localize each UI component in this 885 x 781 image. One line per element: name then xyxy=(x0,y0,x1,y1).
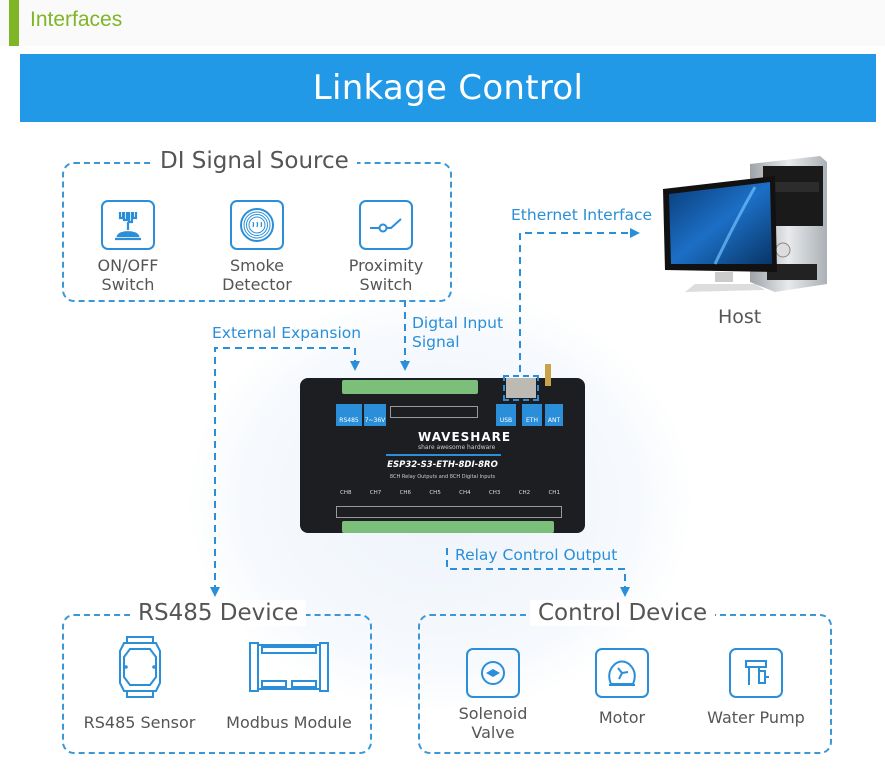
channel-label: CH7 xyxy=(369,490,382,496)
water-pump-icon xyxy=(729,648,783,698)
banner: Linkage Control xyxy=(20,54,876,122)
device-brand: WAVESHARE xyxy=(418,430,512,444)
device-description: 8CH Relay Outputs and 8CH Digital Inputs xyxy=(389,474,496,480)
device-stripe xyxy=(386,454,501,456)
modbus-module-label: Modbus Module xyxy=(226,713,352,732)
port-ant: ANT xyxy=(545,404,563,426)
di-terminal-strip xyxy=(390,406,478,418)
port-power: 7~36V xyxy=(364,404,386,426)
channel-label: CH1 xyxy=(548,490,560,496)
on-off-switch-label-1: ON/OFF xyxy=(97,256,159,275)
channel-labels: CH8 CH7 CH6 CH5 CH4 CH3 CH2 CH1 xyxy=(340,490,560,496)
ethernet-line xyxy=(519,228,640,372)
external-expansion-label: External Expansion xyxy=(212,324,362,342)
device-tagline: share awesome hardware xyxy=(418,444,496,451)
di-signal-source-title: DI Signal Source xyxy=(152,148,357,174)
channel-label: CH3 xyxy=(488,490,501,496)
relay-output-line xyxy=(446,548,630,597)
control-item-motor: Motor xyxy=(572,648,672,727)
bottom-terminals xyxy=(342,521,554,533)
digital-input-label-1: Digtal Input xyxy=(412,314,504,332)
rs485-item-modbus: Modbus Module xyxy=(218,635,360,732)
channel-label: CH4 xyxy=(459,490,471,496)
relay-terminal-strip xyxy=(336,506,562,518)
solenoid-valve-label-2: Valve xyxy=(471,723,515,742)
host-computer-icon xyxy=(663,156,827,292)
di-item-proximity-switch: Proximity Switch xyxy=(336,200,436,294)
host-label: Host xyxy=(718,306,762,328)
control-item-solenoid-valve: Solenoid Valve xyxy=(443,648,543,742)
smoke-detector-label-1: Smoke xyxy=(229,256,285,275)
ethernet-interface-label: Ethernet Interface xyxy=(511,206,653,224)
di-item-on-off-switch: ON/OFF Switch xyxy=(78,200,178,294)
solenoid-valve-label-1: Solenoid xyxy=(458,704,528,723)
solenoid-valve-icon xyxy=(466,648,520,698)
di-item-smoke-detector: Smoke Detector xyxy=(207,200,307,294)
digital-input-label-2: Signal xyxy=(412,333,460,351)
antenna xyxy=(545,364,551,386)
proximity-switch-label-1: Proximity xyxy=(348,256,424,275)
port-usb: USB xyxy=(496,404,516,426)
external-expansion-line xyxy=(210,347,356,597)
smoke-detector-label-2: Detector xyxy=(222,275,292,294)
eth-jack xyxy=(503,375,539,401)
proximity-switch-icon xyxy=(359,200,413,250)
proximity-switch-label-2: Switch xyxy=(359,275,413,294)
port-rs485: RS485 xyxy=(336,404,362,426)
banner-title: Linkage Control xyxy=(312,68,584,108)
water-pump-label: Water Pump xyxy=(707,708,805,727)
on-off-switch-icon xyxy=(101,200,155,250)
top-terminals xyxy=(342,380,478,394)
rs485-item-sensor: RS485 Sensor xyxy=(72,635,207,732)
rs485-sensor-label: RS485 Sensor xyxy=(83,713,196,732)
channel-label: CH5 xyxy=(429,490,441,496)
channel-label: CH2 xyxy=(518,490,531,496)
section-header xyxy=(0,0,885,46)
channel-label: CH8 xyxy=(340,490,352,496)
motor-icon xyxy=(595,648,649,698)
relay-control-output-label: Relay Control Output xyxy=(455,546,618,564)
channel-label: CH6 xyxy=(399,490,412,496)
section-accent-bar xyxy=(9,0,19,46)
motor-label: Motor xyxy=(598,708,646,727)
control-device-title: Control Device xyxy=(530,600,716,626)
smoke-detector-icon xyxy=(230,200,284,250)
control-item-water-pump: Water Pump xyxy=(701,648,811,727)
port-eth: ETH xyxy=(522,404,542,426)
rs485-device-title: RS485 Device xyxy=(130,600,307,626)
section-title: Interfaces xyxy=(30,8,123,31)
rs485-sensor-icon xyxy=(118,636,161,698)
device-model: ESP32-S3-ETH-8DI-8RO xyxy=(387,460,498,470)
controller-device: RS485 7~36V USB ETH ANT WAVESHARE share … xyxy=(300,364,585,533)
on-off-switch-label-2: Switch xyxy=(101,275,155,294)
modbus-module-icon xyxy=(249,642,329,692)
